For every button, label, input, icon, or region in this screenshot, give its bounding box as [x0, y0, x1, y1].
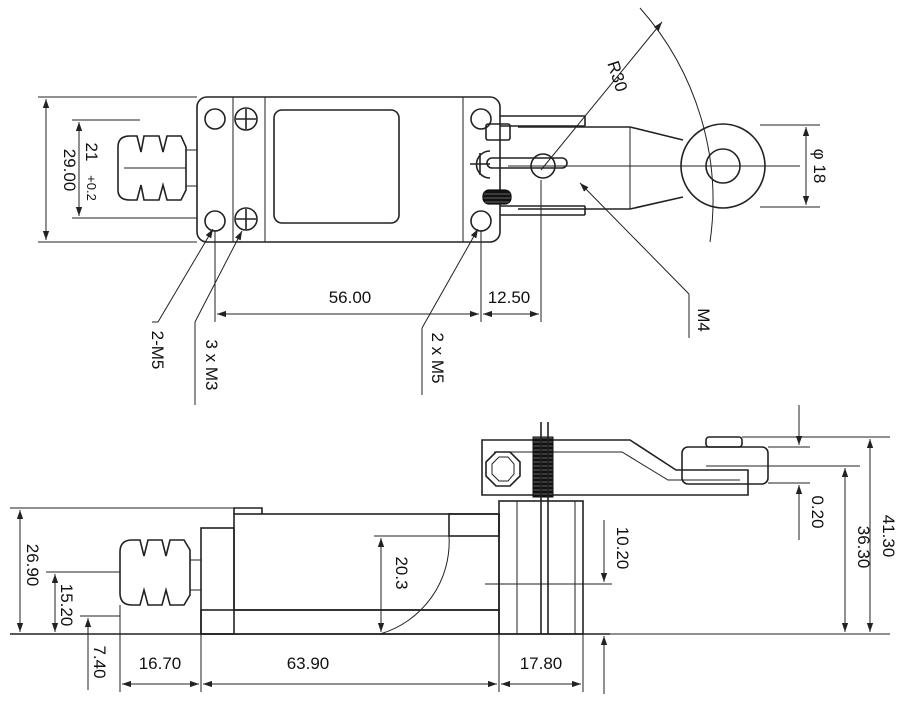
dim-mount-spacing: 56.00 — [329, 288, 372, 307]
dim-total-height: 41.30 — [879, 515, 898, 558]
screw-icon — [234, 207, 258, 231]
dim-gap: 0.20 — [808, 495, 827, 528]
dim-plunger-length: 16.70 — [139, 654, 182, 673]
lever-bracket — [482, 115, 586, 216]
mount-hole-br — [470, 210, 492, 232]
cover-window — [273, 109, 400, 224]
dim-body-length: 63.90 — [287, 654, 330, 673]
mount-hole-tl — [204, 108, 226, 130]
switch-body-side — [233, 513, 500, 611]
dim-plunger-center: 15.20 — [57, 584, 76, 627]
roller-top — [680, 123, 766, 209]
screw-icon — [234, 107, 258, 131]
label-m5-right: 2 x M5 — [428, 332, 447, 383]
top-view: R30 29.00 21 +0.2 φ 18 56.00 12.50 2-M5 … — [38, 7, 829, 405]
switch-body-top — [196, 96, 501, 243]
radius-arc — [639, 7, 714, 243]
lever-arm-side — [481, 422, 860, 634]
plunger-side — [119, 539, 201, 606]
dim-body-height: 26.90 — [23, 544, 42, 587]
plunger-top — [117, 135, 197, 201]
dim-offset: 12.50 — [488, 288, 531, 307]
label-m4: M4 — [694, 308, 713, 332]
dim-plunger-width: 21 — [82, 143, 101, 162]
label-m5-left: 2-M5 — [148, 331, 167, 370]
label-m3: 3 x M3 — [202, 339, 221, 390]
dim-roller-diameter: φ 18 — [810, 149, 829, 184]
spring-coil — [532, 436, 554, 498]
dim-height-top: 29.00 — [60, 149, 79, 192]
dim-head-length: 17.80 — [520, 654, 563, 673]
dim-head-step: 10.20 — [613, 527, 632, 570]
mount-hole-tr — [470, 108, 492, 130]
adjust-screw — [482, 189, 512, 205]
lever-arm — [508, 126, 800, 210]
mount-hole-bl — [204, 210, 226, 232]
dim-plunger-low: 7.40 — [90, 645, 109, 678]
side-view: 20.3 0.20 36.30 41.30 — [10, 405, 898, 694]
dim-plunger-tolerance: +0.2 — [84, 175, 99, 201]
dim-arc: 20.3 — [392, 556, 411, 589]
